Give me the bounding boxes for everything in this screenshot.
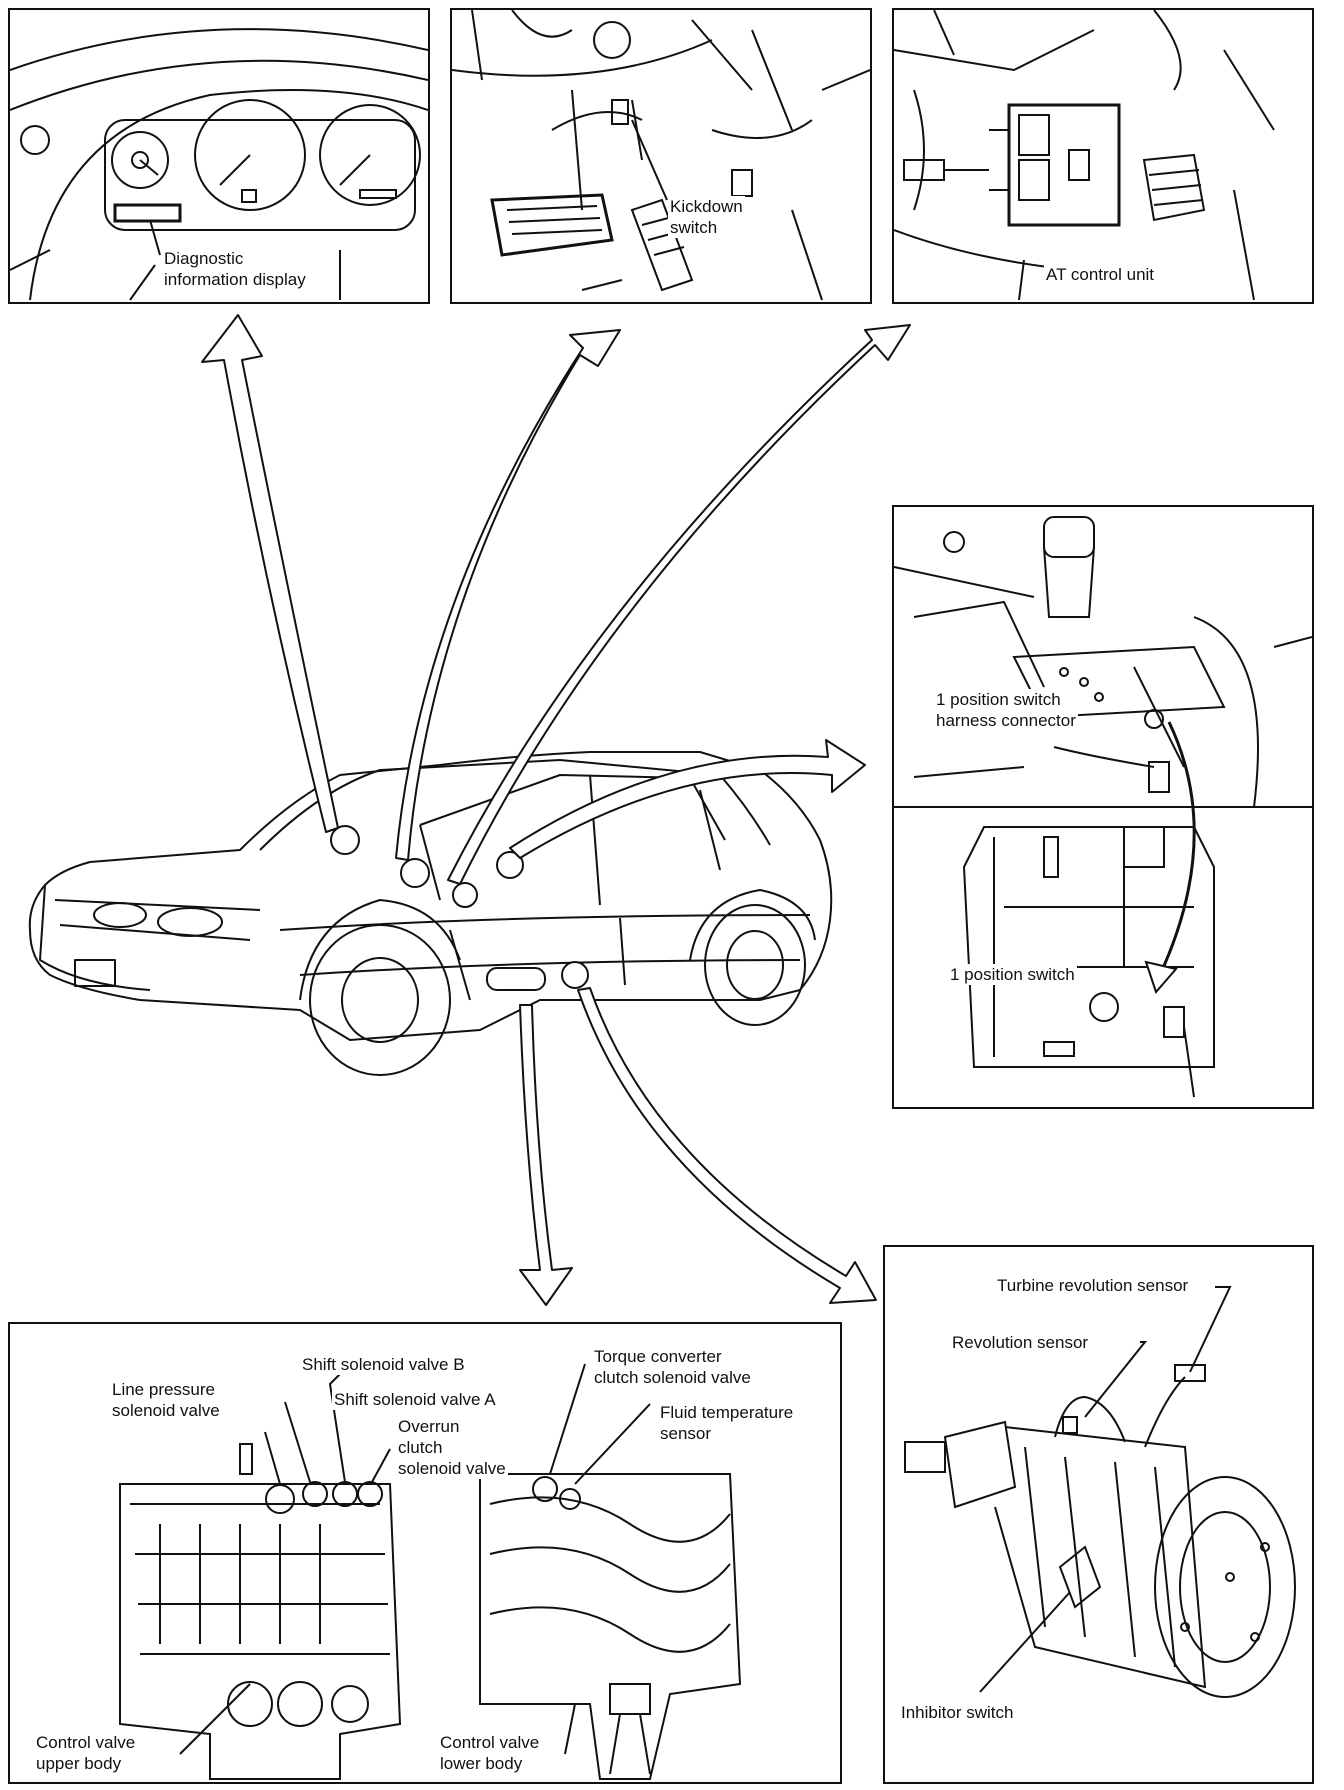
panel-diagnostic-display: Diagnostic information display bbox=[8, 8, 430, 304]
label-inhibitor-switch: Inhibitor switch bbox=[899, 1702, 1016, 1723]
label-line-pressure-solenoid: Line pressure solenoid valve bbox=[110, 1379, 222, 1421]
instrument-cluster-drawing bbox=[10, 28, 428, 301]
transmission-drawing bbox=[904, 1286, 1296, 1698]
label-shift-solenoid-a: Shift solenoid valve A bbox=[332, 1389, 498, 1410]
label-control-valve-lower: Control valve lower body bbox=[438, 1732, 542, 1774]
panel-kickdown-switch: Kickdown switch bbox=[450, 8, 872, 304]
panel-control-valve: Shift solenoid valve B Line pressure sol… bbox=[8, 1322, 842, 1784]
label-control-valve-upper: Control valve upper body bbox=[34, 1732, 138, 1774]
control-unit-drawing bbox=[894, 10, 1275, 301]
pedal-area-drawing bbox=[452, 10, 870, 301]
control-valve-drawing bbox=[119, 1363, 742, 1780]
label-fluid-temp-sensor: Fluid temperature sensor bbox=[658, 1402, 796, 1444]
panel-position-switch: 1 position switch harness connector 1 po… bbox=[892, 505, 1314, 1109]
shifter-drawing bbox=[894, 516, 1312, 1098]
pointer-arrows bbox=[201, 314, 911, 1306]
label-position-switch-connector: 1 position switch harness connector bbox=[934, 689, 1078, 731]
label-torque-converter-solenoid: Torque converter clutch solenoid valve bbox=[592, 1346, 753, 1388]
label-overrun-solenoid: Overrun clutch solenoid valve bbox=[396, 1416, 508, 1479]
label-shift-solenoid-b: Shift solenoid valve B bbox=[300, 1354, 467, 1375]
label-kickdown-switch: Kickdown switch bbox=[668, 196, 745, 238]
label-revolution-sensor: Revolution sensor bbox=[950, 1332, 1091, 1353]
label-position-switch: 1 position switch bbox=[948, 964, 1077, 985]
label-turbine-sensor: Turbine revolution sensor bbox=[995, 1275, 1191, 1296]
label-diagnostic-display: Diagnostic information display bbox=[162, 248, 308, 290]
label-at-control-unit: AT control unit bbox=[1044, 264, 1157, 285]
car-illustration bbox=[28, 751, 833, 1076]
panel-at-control-unit: AT control unit bbox=[892, 8, 1314, 304]
panel-transmission: Turbine revolution sensor Revolution sen… bbox=[883, 1245, 1314, 1784]
